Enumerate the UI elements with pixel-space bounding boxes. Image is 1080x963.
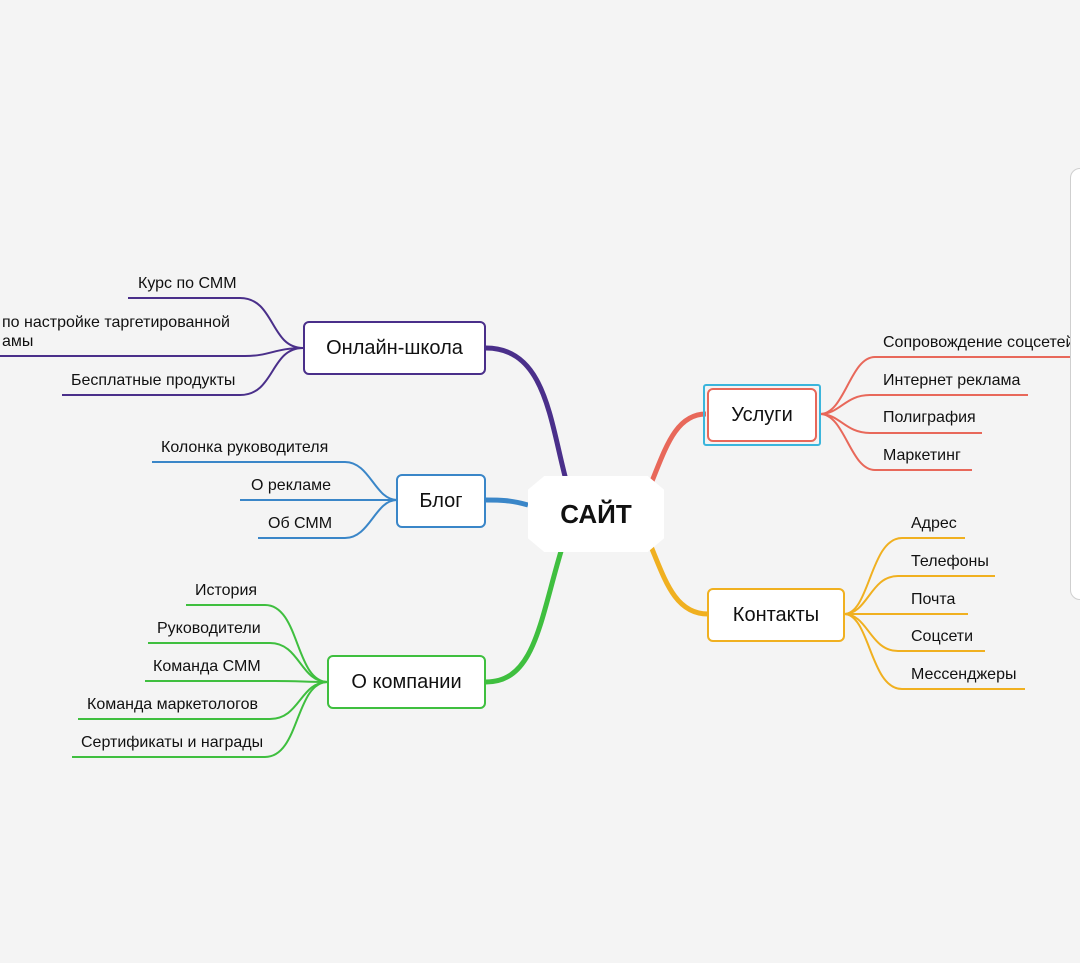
link-root-company bbox=[485, 547, 565, 685]
link-school-leaf-0 bbox=[128, 297, 304, 349]
leaf-services-2[interactable]: Полиграфия bbox=[883, 409, 976, 426]
link-root-blog bbox=[485, 497, 529, 508]
link-company-leaf-4 bbox=[72, 681, 329, 758]
side-panel[interactable] bbox=[1070, 168, 1080, 600]
leaf-services-1[interactable]: Интернет реклама bbox=[883, 372, 1021, 389]
link-services-leaf-0 bbox=[819, 356, 1080, 415]
leaf-company-3[interactable]: Команда маркетологов bbox=[87, 696, 258, 713]
leaf-blog-0[interactable]: Колонка руководителя bbox=[161, 439, 329, 456]
leaf-school-0[interactable]: Курс по СММ bbox=[138, 275, 237, 292]
link-company-leaf-1 bbox=[148, 642, 329, 683]
link-school-leaf-2 bbox=[62, 347, 304, 396]
link-contacts-leaf-1 bbox=[843, 575, 995, 615]
leaf-contacts-0[interactable]: Адрес bbox=[911, 515, 957, 532]
leaf-blog-1[interactable]: О рекламе bbox=[251, 477, 331, 494]
link-company-leaf-2 bbox=[145, 680, 329, 683]
link-blog-leaf-2 bbox=[258, 499, 398, 539]
root-node[interactable]: САЙТ bbox=[528, 476, 664, 552]
leaf-services-0[interactable]: Сопровождение соцсетей bbox=[883, 334, 1075, 351]
leaf-contacts-3[interactable]: Соцсети bbox=[911, 628, 974, 645]
branch-services[interactable]: Услуги bbox=[707, 388, 817, 442]
leaf-school-1[interactable]: по настройке таргетированной амы bbox=[2, 314, 230, 350]
link-root-contacts bbox=[647, 543, 709, 617]
branch-blog[interactable]: Блог bbox=[396, 474, 486, 528]
branch-contacts[interactable]: Контакты bbox=[707, 588, 845, 642]
link-root-services bbox=[647, 411, 707, 487]
leaf-school-2[interactable]: Бесплатные продукты bbox=[71, 372, 236, 389]
link-services-leaf-1 bbox=[819, 394, 1028, 415]
link-services-leaf-3 bbox=[819, 413, 972, 471]
link-blog-leaf-0 bbox=[152, 461, 398, 501]
leaf-contacts-1[interactable]: Телефоны bbox=[911, 553, 989, 570]
leaf-services-3[interactable]: Маркетинг bbox=[883, 447, 961, 464]
leaf-company-2[interactable]: Команда СММ bbox=[153, 658, 261, 675]
leaf-blog-2[interactable]: Об СММ bbox=[268, 515, 333, 532]
leaf-company-4[interactable]: Сертификаты и награды bbox=[81, 734, 264, 751]
link-contacts-leaf-0 bbox=[843, 537, 965, 615]
leaf-company-0[interactable]: История bbox=[195, 582, 258, 599]
leaf-company-1[interactable]: Руководители bbox=[157, 620, 261, 637]
selection-ring bbox=[703, 384, 821, 446]
branch-company[interactable]: О компании bbox=[327, 655, 486, 709]
link-company-leaf-0 bbox=[186, 604, 329, 683]
link-root-school bbox=[485, 345, 569, 481]
branch-school[interactable]: Онлайн-школа bbox=[303, 321, 486, 375]
leaf-contacts-4[interactable]: Мессенджеры bbox=[911, 666, 1017, 683]
leaf-contacts-2[interactable]: Почта bbox=[911, 591, 956, 608]
link-contacts-leaf-4 bbox=[843, 613, 1025, 690]
